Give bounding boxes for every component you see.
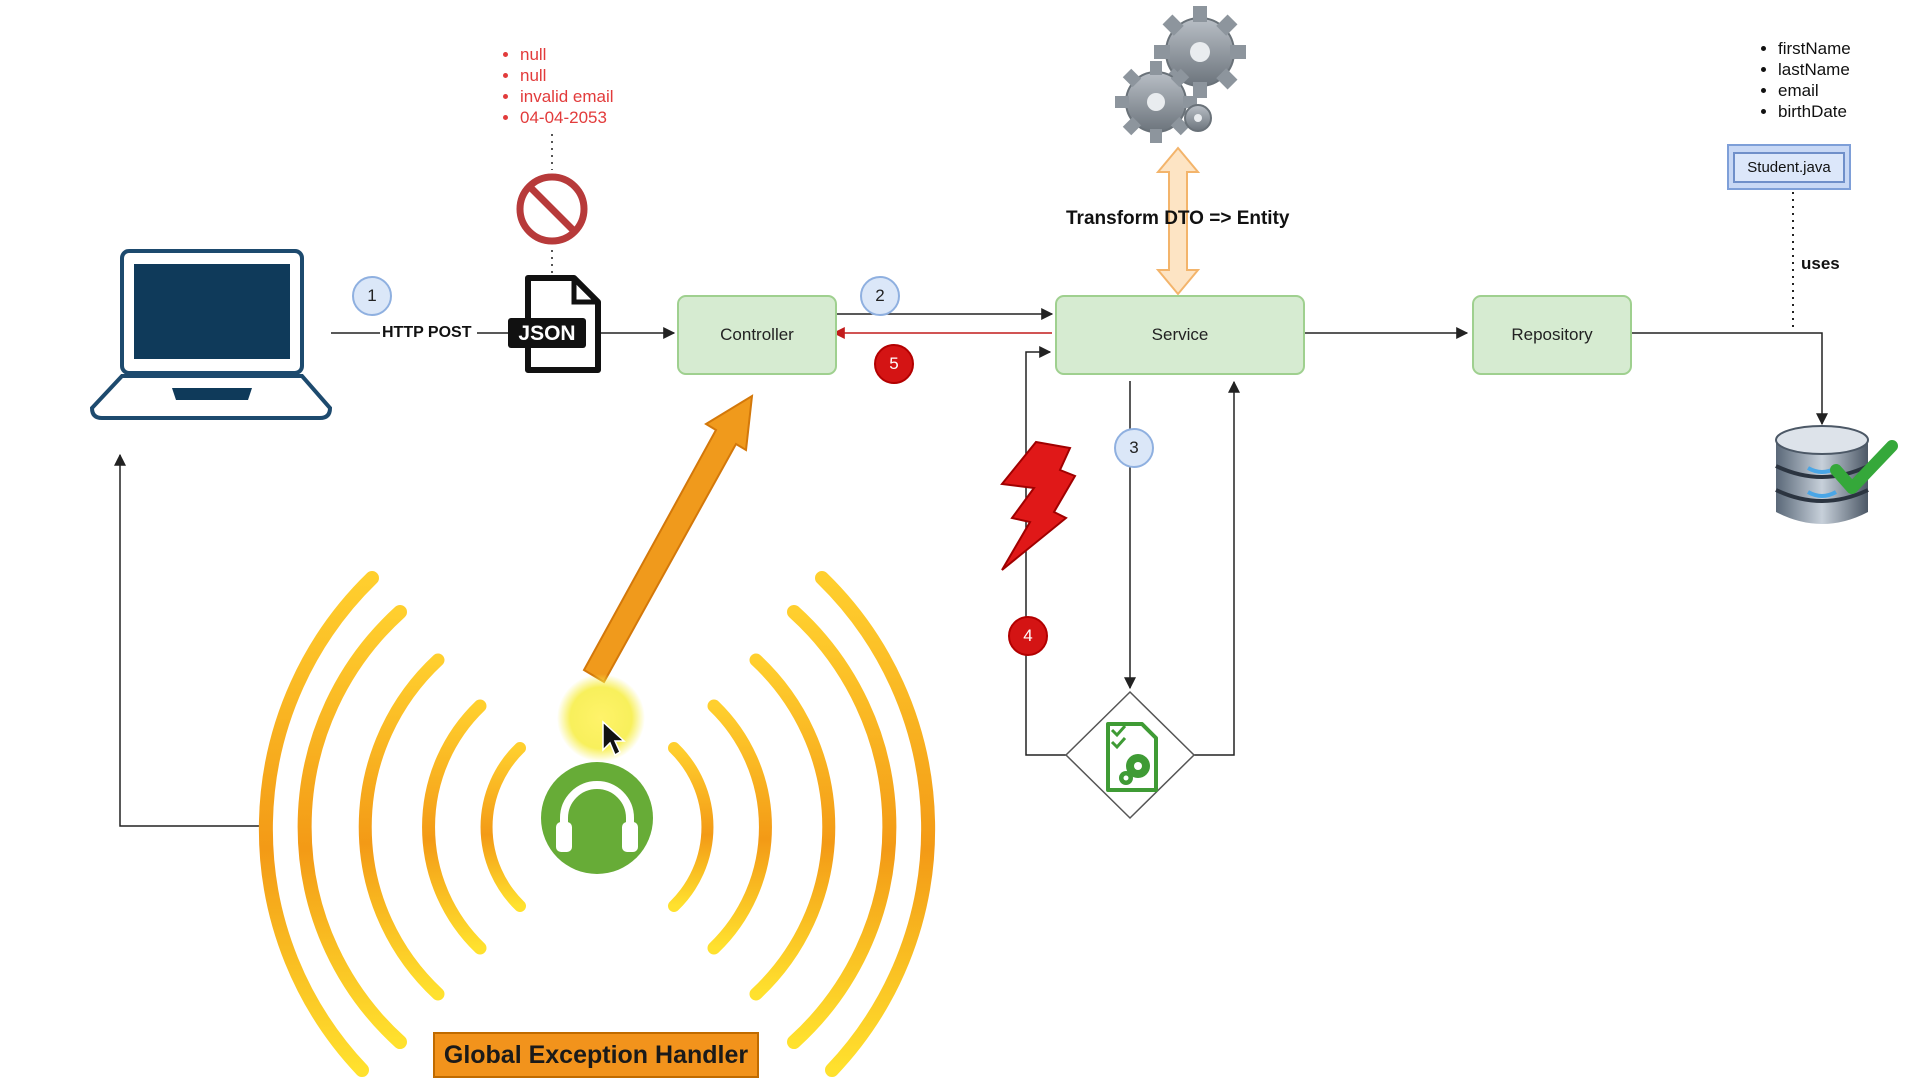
validation-settings-icon — [1064, 690, 1196, 820]
broadcast-rings — [258, 571, 936, 1077]
controller-label: Controller — [720, 325, 794, 344]
invalid-values-list: null null invalid email 04-04-2053 — [494, 44, 614, 128]
prohibited-icon — [516, 173, 588, 245]
service-box[interactable]: Service — [1055, 295, 1305, 375]
http-post-label: HTTP POST — [382, 324, 472, 341]
student-java-box[interactable]: Student.java — [1727, 144, 1851, 190]
json-file-icon: JSON — [508, 275, 601, 373]
invalid-value-item: 04-04-2053 — [520, 107, 614, 128]
gears-icon — [1115, 6, 1246, 143]
lightning-icon — [1000, 440, 1077, 571]
step-badge-3: 3 — [1114, 428, 1154, 468]
validation-error-arrow — [1025, 346, 1068, 756]
validation-to-service-arrow — [1192, 380, 1240, 756]
service-label: Service — [1151, 325, 1209, 344]
step-badge-4: 4 — [1008, 616, 1048, 656]
database-check-icon — [1775, 425, 1898, 524]
repository-box[interactable]: Repository — [1472, 295, 1632, 375]
json-label: JSON — [518, 322, 575, 345]
entity-field-item: email — [1778, 80, 1851, 101]
uses-label: uses — [1801, 254, 1840, 273]
mouse-cursor-icon — [602, 720, 626, 757]
invalid-value-item: invalid email — [520, 86, 614, 107]
step-badge-2: 2 — [860, 276, 900, 316]
invalid-value-item: null — [520, 44, 614, 65]
entity-fields-list: firstName lastName email birthDate — [1752, 38, 1851, 122]
transform-label: Transform DTO => Entity — [1066, 208, 1290, 229]
global-exception-handler-label: Global Exception Handler — [433, 1032, 759, 1078]
entity-field-item: birthDate — [1778, 101, 1851, 122]
headphones-broadcast-icon — [541, 762, 653, 874]
invalid-value-item: null — [520, 65, 614, 86]
entity-field-item: lastName — [1778, 59, 1851, 80]
repository-label: Repository — [1511, 325, 1593, 344]
entity-field-item: firstName — [1778, 38, 1851, 59]
student-java-label: Student.java — [1733, 151, 1845, 183]
transform-double-arrow — [1155, 146, 1201, 296]
repository-to-database-arrow — [1628, 332, 1828, 426]
controller-box[interactable]: Controller — [677, 295, 837, 375]
step-badge-5: 5 — [874, 344, 914, 384]
laptop-icon — [89, 249, 333, 420]
cursor-highlight — [557, 674, 645, 762]
handler-to-client-arrow — [114, 453, 262, 827]
handler-pointer-arrow — [582, 394, 754, 684]
step-badge-1: 1 — [352, 276, 392, 316]
